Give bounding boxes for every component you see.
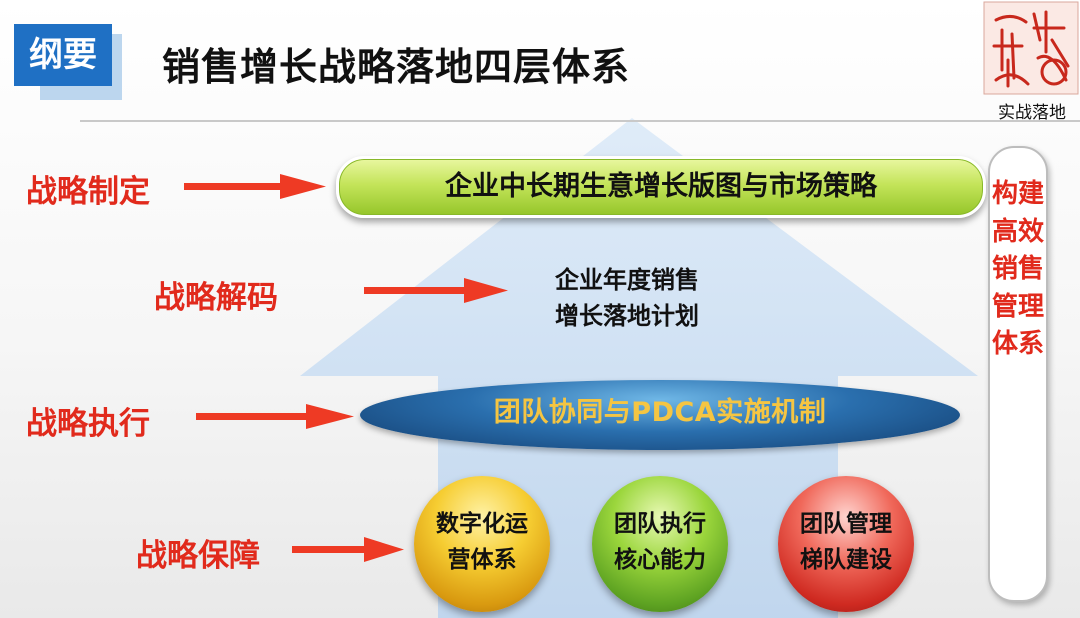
strategy-formulation-bar: 企业中长期生意增长版图与市场策略 [336,156,986,218]
ball-line-1: 团队管理 [800,511,892,537]
header-divider [80,120,1080,122]
label-strategy-execution: 战略执行 [26,406,150,442]
pointer-arrows [184,174,508,562]
ball-line-2: 核心能力 [614,547,706,573]
label-strategy-decoding: 战略解码 [154,280,278,316]
title-tag: 纲要 [14,24,112,86]
support-ball-team-execution: 团队执行 核心能力 [592,476,728,612]
arrow-right-icon [364,278,508,303]
support-ball-digital-operation: 数字化运 营体系 [414,476,550,612]
ball-line-2: 梯队建设 [800,547,892,573]
ball-line-1: 团队执行 [614,511,706,537]
arrow-right-icon [196,404,354,429]
label-strategy-formulation: 战略制定 [26,174,150,210]
strategy-decoding-text: 企业年度销售 增长落地计划 [555,262,699,334]
side-panel-text: 构建高效销售管理体系 [991,179,1044,359]
seal-logo [983,1,1079,95]
ball-line-1: 数字化运 [436,511,528,537]
arrow-right-icon [292,537,404,562]
arrow-right-icon [184,174,326,199]
decoding-line-1: 企业年度销售 [555,266,699,294]
seal-caption: 实战落地 [998,103,1066,123]
ball-line-2: 营体系 [447,547,517,573]
page-title: 销售增长战略落地四层体系 [162,45,631,89]
label-strategy-support: 战略保障 [136,538,260,574]
support-ball-team-management: 团队管理 梯队建设 [778,476,914,612]
side-panel [988,146,1048,602]
decoding-line-2: 增长落地计划 [555,302,699,330]
strategy-execution-ellipse: 团队协同与PDCA实施机制 [360,380,960,450]
